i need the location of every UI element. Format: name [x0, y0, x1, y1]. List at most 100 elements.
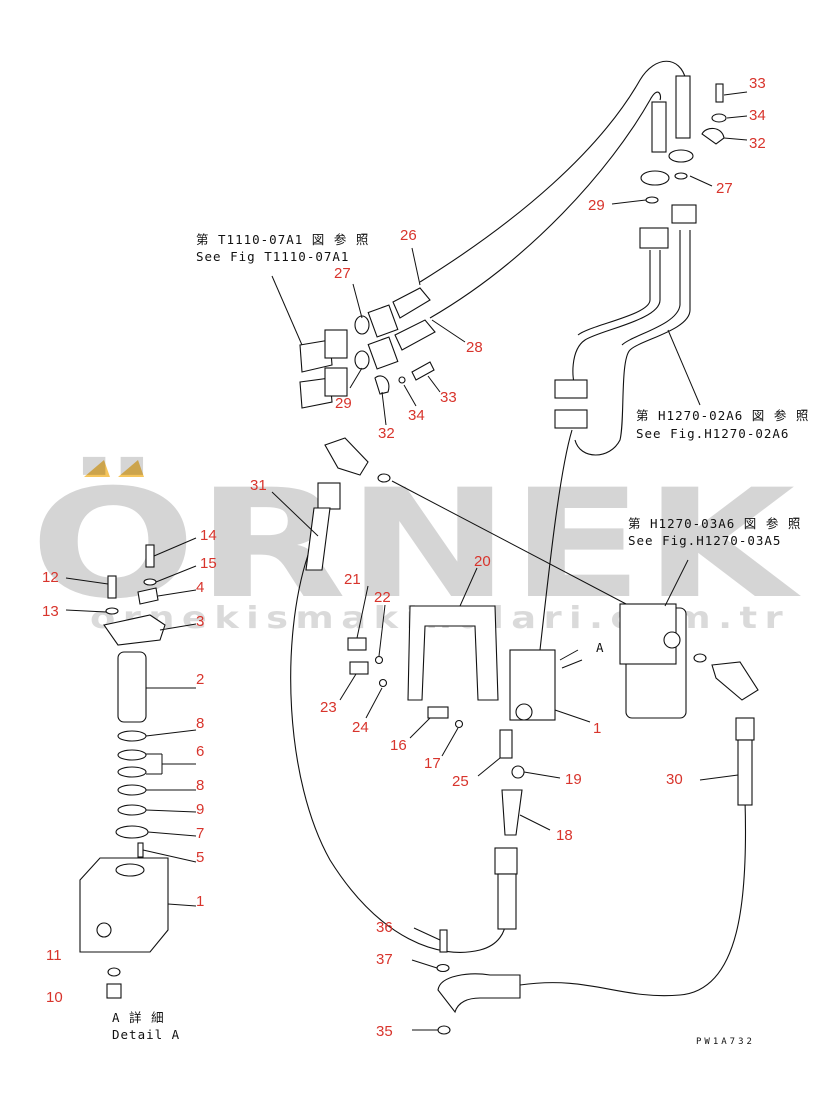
washer-34-upper [398, 376, 406, 384]
ring-9 [117, 804, 147, 816]
bracket-and-block: A [347, 605, 605, 930]
bolt-21 [347, 637, 367, 651]
hose-31-nut [317, 482, 341, 510]
ref-h1270-02-en: See Fig.H1270-02A6 [636, 426, 789, 441]
filter-port [663, 631, 681, 649]
hose-26-fitting [367, 304, 399, 338]
callout-8-lower: 8 [196, 777, 204, 794]
flange-pair-upper [554, 379, 588, 399]
callout-30: 30 [666, 771, 683, 788]
bolt-36 [439, 929, 448, 953]
callout-17: 17 [424, 755, 441, 772]
callout-28: 28 [466, 339, 483, 356]
ref-t1110-jp: 第 T1110-07A1 図 参 照 [196, 232, 369, 247]
callout-37: 37 [376, 951, 393, 968]
oring-29-right [645, 196, 659, 204]
hose-lower-sleeve [497, 873, 517, 930]
callout-36: 36 [376, 919, 393, 936]
elbow-filter [711, 661, 759, 701]
callout-35: 35 [376, 1023, 393, 1040]
oring-19 [511, 765, 525, 779]
oring-6-lower [117, 766, 147, 778]
oring-filter [693, 653, 707, 663]
pipe-right-a [574, 230, 691, 456]
fitting-25 [499, 729, 513, 759]
hose-31-line [290, 554, 506, 953]
pin-5 [137, 842, 144, 858]
callout-23: 23 [320, 699, 337, 716]
washer-34-right [711, 113, 727, 123]
hose-26-sleeve [392, 287, 431, 319]
watermark-accent-right [118, 460, 144, 477]
oring-8-lower [117, 784, 147, 796]
oring-8-upper [117, 730, 147, 742]
callout-32-right: 32 [749, 135, 766, 152]
ref-h1270-03-jp: 第 H1270-03A6 図 参 照 [628, 516, 801, 531]
clip-4 [137, 587, 159, 605]
callout-20: 20 [474, 553, 491, 570]
pipe-right-b [621, 230, 681, 346]
hose-30-nut [735, 717, 755, 741]
callout-1-detail: 1 [196, 893, 204, 910]
port-pipe-lower [299, 377, 333, 409]
callout-24: 24 [352, 719, 369, 736]
callout-19: 19 [565, 771, 582, 788]
flange-right [668, 149, 694, 163]
ref-h1270-03-en: See Fig.H1270-03A5 [628, 533, 781, 548]
watermark-brand: ÖRNEK [30, 456, 801, 632]
callout-13: 13 [42, 603, 59, 620]
bolt-33-upper [411, 361, 435, 381]
port-pipe-upper [299, 339, 333, 373]
upper-right-ports [554, 75, 727, 429]
callout-16: 16 [390, 737, 407, 754]
detail-marker: A [596, 640, 605, 655]
oring-6-upper [117, 749, 147, 761]
callout-10: 10 [46, 989, 63, 1006]
bolt-23 [349, 661, 369, 675]
bolt-12 [107, 575, 117, 599]
oring-7 [115, 825, 149, 839]
upper-left-ports [271, 275, 436, 409]
hose-28-fitting [367, 336, 399, 370]
hose-lines [290, 60, 747, 997]
flange-pair-lower [554, 409, 588, 429]
callout-31: 31 [250, 477, 267, 494]
callout-7: 7 [196, 825, 204, 842]
washer-17 [454, 719, 464, 729]
drawing-code: PW1A732 [696, 1037, 755, 1047]
block-upper-left [639, 227, 669, 249]
callout-21: 21 [344, 571, 361, 588]
hose-30-line [519, 799, 747, 997]
oring-11 [107, 967, 121, 977]
block-1 [509, 649, 556, 721]
callout-27-right: 27 [716, 180, 733, 197]
block-1-detail-port [96, 922, 112, 938]
hose-30-sleeve [737, 739, 753, 806]
callout-leaders [65, 91, 748, 1031]
filter-assembly [619, 559, 759, 806]
elbow-bottom [437, 973, 521, 1014]
bolt-14 [145, 544, 155, 568]
callout-18: 18 [556, 827, 573, 844]
pipe-to-block [539, 429, 573, 651]
port-flange-upper [324, 329, 348, 359]
flange-3 [103, 614, 166, 646]
hose-28-sleeve [394, 319, 436, 351]
bottom-fittings [436, 929, 521, 1035]
callout-29-left: 29 [335, 395, 352, 412]
block-1-port [515, 703, 533, 721]
watermark-accent-left [84, 460, 110, 477]
pipe-left-a [572, 250, 661, 386]
spool-2 [117, 651, 147, 723]
washer-24 [378, 678, 388, 688]
oring-27-upper [354, 315, 370, 335]
washer-15 [143, 578, 157, 586]
oring-27-right [674, 172, 688, 180]
bracket-20 [407, 605, 499, 701]
pipe-left-b [577, 250, 651, 336]
callout-33-right: 33 [749, 75, 766, 92]
callout-27-left: 27 [334, 265, 351, 282]
detail-a-stack [79, 544, 169, 999]
